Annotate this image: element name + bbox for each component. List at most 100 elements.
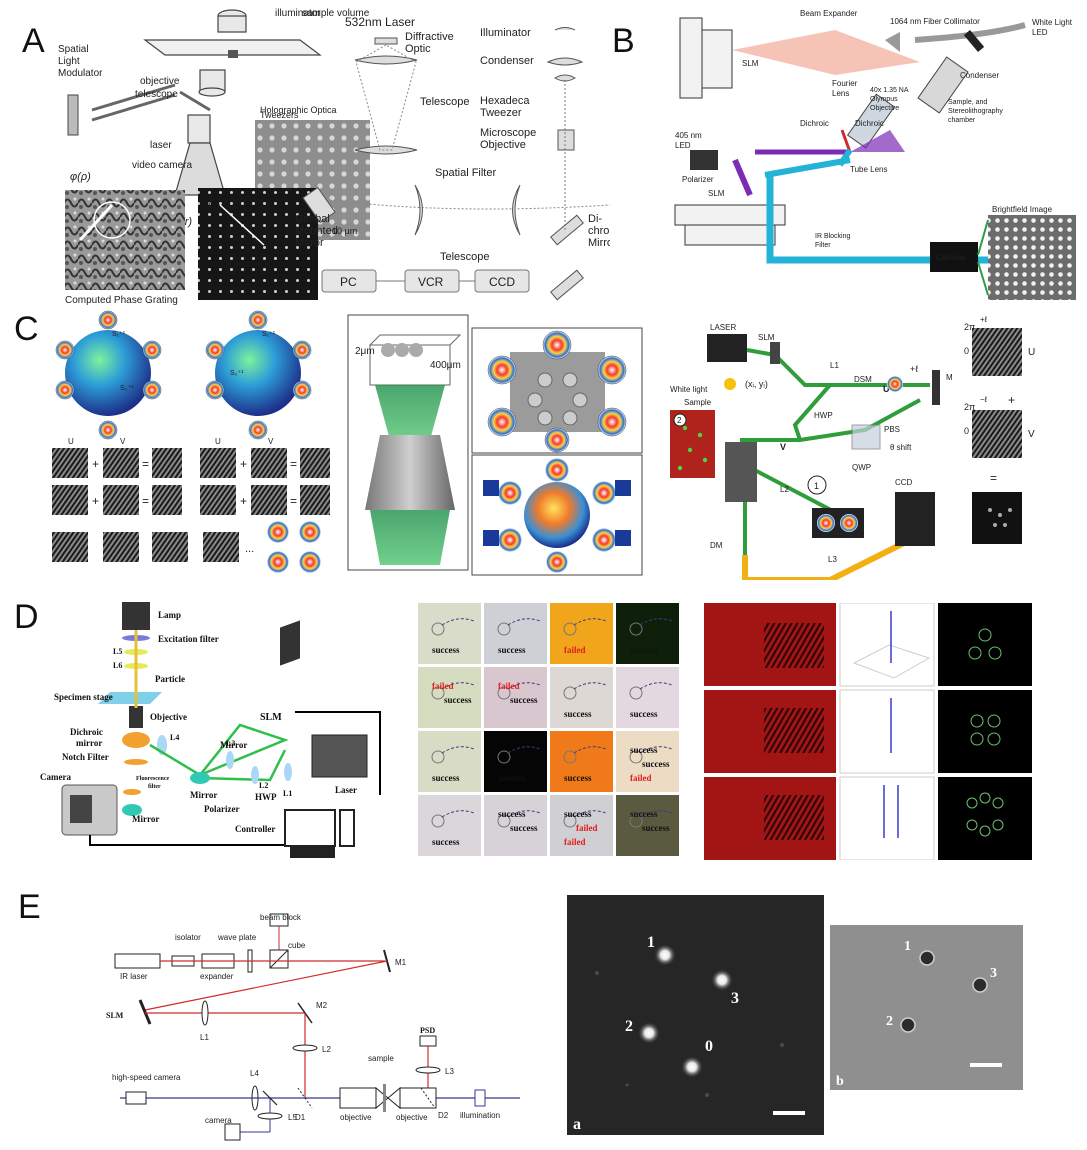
ir-filter-label-1: IR Blocking <box>815 233 851 240</box>
microscope-obj-label-1: Microscope <box>480 127 536 139</box>
psd-label: PSD <box>420 1026 435 1035</box>
particle-label: Particle <box>155 674 185 684</box>
dm-label: DM <box>710 541 723 550</box>
l1-e-label: L1 <box>200 1033 209 1042</box>
success-label: success <box>564 773 592 783</box>
l1-c-label: L1 <box>830 361 839 370</box>
failed-label: failed <box>432 681 454 691</box>
row-u-label: U <box>68 437 74 446</box>
beam-block-label: beam block <box>260 913 302 922</box>
op-plus-4: + <box>240 494 247 508</box>
objective-b-label-3: Objective <box>870 105 899 112</box>
fluor-label-1: 1 <box>647 934 655 951</box>
expander-label: expander <box>200 972 234 981</box>
hs-camera-label: high-speed camera <box>112 1073 181 1082</box>
twopi2-label: 2π <box>964 402 975 412</box>
slm-label-3: Modulator <box>58 68 103 79</box>
fluor-label-3: 3 <box>731 990 739 1007</box>
zero2-label: 0 <box>964 426 969 436</box>
panel-label-b: B <box>612 22 635 60</box>
fourier-label-2: Lens <box>832 89 849 98</box>
analysis-row-3 <box>704 776 1032 860</box>
marker-one-label: 1 <box>814 481 819 491</box>
objective-c <box>725 442 757 502</box>
op-eq-4: = <box>290 494 297 508</box>
l2-d-label: L2 <box>259 781 268 790</box>
lens-l5 <box>257 1112 283 1120</box>
ir-beam-salmon <box>732 30 835 75</box>
ccd-c-label: CCD <box>895 478 913 487</box>
objective-d <box>129 706 143 728</box>
result-cell: success <box>616 667 679 728</box>
v2-label: V <box>1028 429 1035 440</box>
bright-label-1: 1 <box>904 939 911 954</box>
s2a-label: S₂⁺¹ <box>120 385 134 392</box>
success-label: success <box>432 645 460 655</box>
objective-d-label: Objective <box>150 712 187 722</box>
lens-l3 <box>415 1066 441 1074</box>
two-um-label: 2μm <box>355 346 375 357</box>
success-label: success <box>564 809 592 819</box>
dsm-label: DSM <box>854 375 872 384</box>
laser-d <box>311 734 368 778</box>
op-plus-1: + <box>92 457 99 471</box>
op-eq-2: = <box>290 457 297 471</box>
sample-b-label-1: Sample, and <box>948 99 987 106</box>
lamp-label: Lamp <box>158 610 181 620</box>
dichroic-label-3: Mirror <box>588 237 610 249</box>
scale-bar-b <box>970 1063 1002 1067</box>
dichroic-b1-label: Dichroic <box>800 119 829 128</box>
u2-label: U <box>1028 347 1035 358</box>
slm-b-label: SLM <box>742 59 759 68</box>
failed-label: failed <box>576 823 598 833</box>
hot-title-2: Tweezers <box>260 110 299 120</box>
success-label: success <box>630 809 658 819</box>
result-cell: success <box>484 603 547 664</box>
condenser-b-label: Condenser <box>960 71 999 80</box>
success-label: success <box>510 695 538 705</box>
success-label: success <box>630 645 658 655</box>
camera-d-label: Camera <box>40 772 71 782</box>
result-cell: success success <box>616 795 679 856</box>
ir-filter-label-2: Filter <box>815 242 831 249</box>
l5-e-label: L5 <box>288 1113 297 1122</box>
gimbal-label-1: Gimbal <box>295 213 330 225</box>
slm-c-label: SLM <box>758 333 775 342</box>
scale-label: 10 μm <box>332 226 357 236</box>
mirror-d1-label: Mirror <box>132 814 159 824</box>
wave-plate-label: wave plate <box>217 933 257 942</box>
hexadeca-label-2: Tweezer <box>480 107 522 119</box>
panel-label-a: A <box>22 22 45 60</box>
minus-ell-label: −ℓ <box>980 395 988 404</box>
controller-monitor <box>284 809 336 847</box>
m1-label: M1 <box>395 958 407 967</box>
cube-label: cube <box>288 941 306 950</box>
analysis-row-2 <box>704 689 1032 774</box>
yellow-beam <box>742 537 912 580</box>
gimbal-label-3: Mirror <box>295 237 324 249</box>
illuminator-label: illuminator <box>275 8 321 19</box>
l3-e-label: L3 <box>445 1067 454 1076</box>
bright-sub-label: b <box>836 1074 844 1089</box>
success-label: success <box>498 645 526 655</box>
pbs-label: PBS <box>884 425 900 434</box>
panel-e-schematic: beam block isolator wave plate cube IR l… <box>106 913 520 1141</box>
success-label: success <box>642 823 670 833</box>
sample-num-label: 2 <box>677 416 682 425</box>
lens-l2 <box>292 1044 318 1052</box>
panel-label-c: C <box>14 310 39 348</box>
twopi1-label: 2π <box>964 322 975 332</box>
r-vector-label: r <box>208 200 212 211</box>
panel-b-diagram: SLM SLM Beam Expander 1064 nm Fiber Coll… <box>674 9 1076 300</box>
panel-label-d: D <box>14 598 39 636</box>
controller-label: Controller <box>235 824 275 834</box>
success-label: success <box>432 837 460 847</box>
result-cell: success <box>550 731 613 792</box>
computed-phase-label: Computed Phase Grating <box>65 295 178 306</box>
slm-label-2: Light <box>58 56 80 67</box>
objective-b <box>846 93 896 149</box>
theta-label: θ shift <box>890 443 912 452</box>
